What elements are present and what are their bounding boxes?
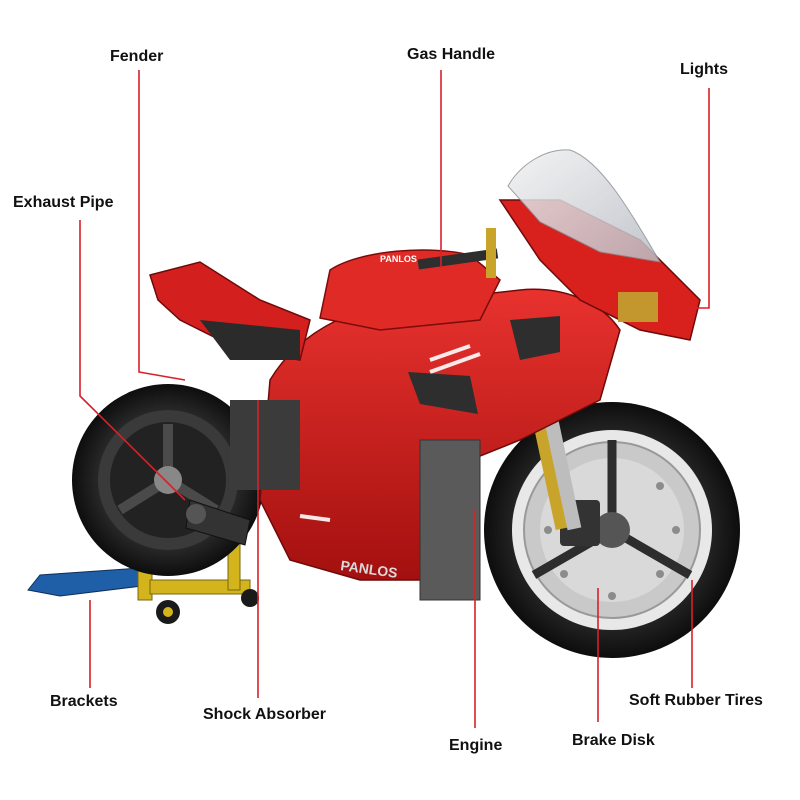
label-soft-rubber-tires: Soft Rubber Tires bbox=[629, 692, 763, 709]
fairing-brand-marking: PANLOS bbox=[340, 557, 399, 581]
leader-lines bbox=[79, 70, 710, 728]
leader-fender bbox=[138, 70, 186, 381]
label-brake-disk: Brake Disk bbox=[572, 732, 655, 749]
tank-brand-marking: PANLOS bbox=[380, 254, 417, 264]
leader-lights bbox=[684, 88, 710, 309]
label-gas-handle: Gas Handle bbox=[407, 46, 496, 63]
paddock-stand bbox=[27, 519, 259, 624]
label-exhaust-pipe: Exhaust Pipe bbox=[13, 194, 114, 211]
label-fender: Fender bbox=[110, 48, 164, 65]
label-engine: Engine bbox=[449, 737, 503, 754]
front-wheel bbox=[484, 402, 740, 658]
leader-exhaust-pipe bbox=[79, 220, 186, 501]
label-lights: Lights bbox=[680, 61, 728, 78]
label-brackets: Brackets bbox=[50, 693, 118, 710]
label-shock-absorber: Shock Absorber bbox=[203, 706, 326, 723]
fairing-body bbox=[149, 149, 701, 601]
